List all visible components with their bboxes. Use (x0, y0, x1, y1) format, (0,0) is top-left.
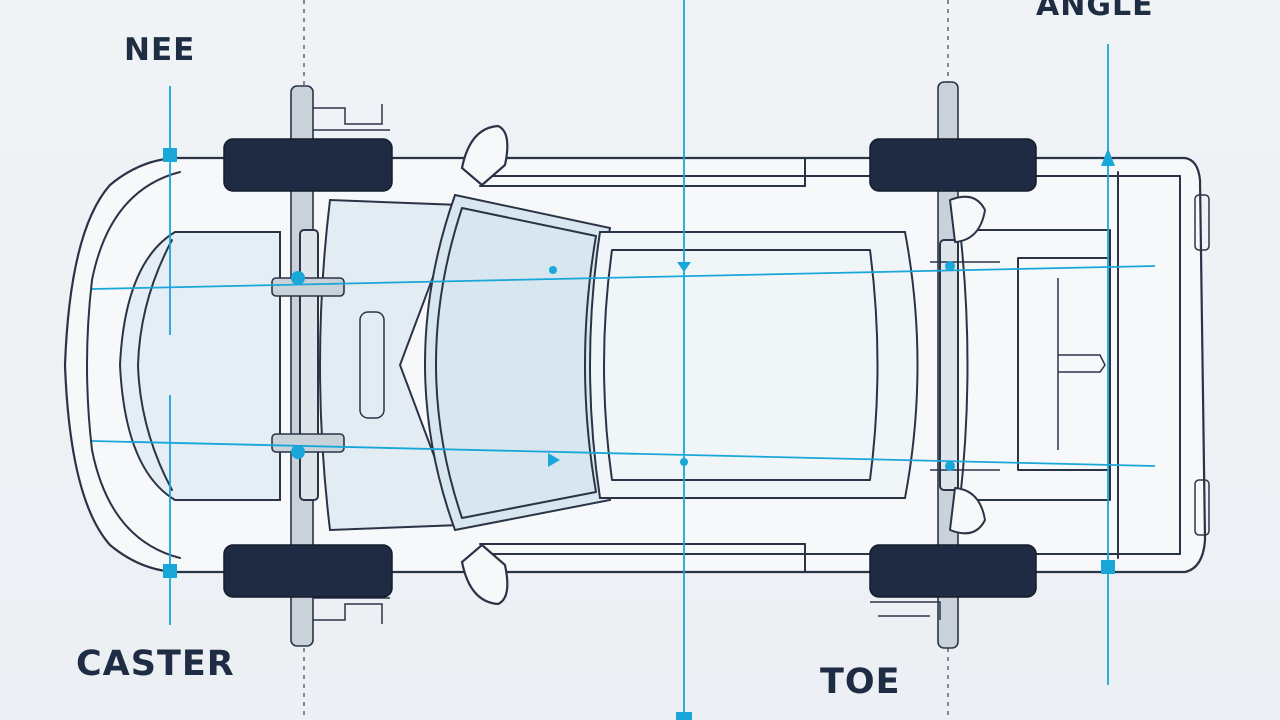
front-bumper-glass (118, 231, 281, 501)
left-tail-light (1194, 194, 1210, 251)
knee-marker-top (163, 148, 177, 162)
angle-marker-bottom (1101, 560, 1115, 574)
rear-right-pivot-point (945, 461, 955, 471)
front-left-pivot-point (291, 271, 305, 285)
front-right-strut-mount (271, 433, 345, 453)
roof-panel (589, 231, 919, 499)
rear-cargo-frame (1017, 257, 1111, 471)
caster-label: CASTER (76, 644, 235, 684)
toe-label: TOE (820, 662, 901, 702)
left-track-midpoint (549, 266, 557, 274)
rear-axle-inner (939, 239, 959, 491)
rear-left-tire (869, 138, 1037, 192)
centerline-marker-bottom (676, 712, 692, 720)
roof-inner-panel (603, 249, 879, 481)
nose-inner-line (137, 239, 173, 491)
windshield-inner-frame (435, 207, 597, 519)
knee-label: NEE (124, 32, 196, 68)
left-wheel-track-line (91, 265, 1156, 290)
angle-label: ANGLE (1036, 0, 1154, 23)
front-left-tire (223, 138, 393, 192)
hood-vent (359, 311, 385, 419)
rear-right-spring (949, 487, 986, 535)
rear-right-bracket (870, 601, 941, 620)
rear-latch (1058, 354, 1106, 373)
left-mirror (460, 124, 509, 187)
centerline-point (680, 458, 688, 466)
rear-right-tire (869, 544, 1037, 598)
rear-left-pivot-point (945, 261, 955, 271)
angle-arrow-top (1101, 148, 1115, 166)
caster-marker-bottom (163, 564, 177, 578)
right-mirror (460, 543, 509, 606)
front-right-tire (223, 544, 393, 598)
right-wheel-track-line (91, 440, 1156, 467)
right-track-arrow (548, 453, 560, 467)
rear-left-spring (949, 195, 986, 243)
front-axle-inner (299, 229, 319, 501)
front-right-pivot-point (291, 445, 305, 459)
rear-axle-links (930, 261, 1000, 471)
front-left-strut-mount (271, 277, 345, 297)
front-left-bracket (313, 104, 390, 131)
hood-front-contour (86, 171, 181, 559)
windshield (424, 193, 612, 532)
right-tail-light (1194, 479, 1210, 536)
centerline-arrow (677, 262, 691, 272)
front-right-bracket (313, 597, 390, 624)
